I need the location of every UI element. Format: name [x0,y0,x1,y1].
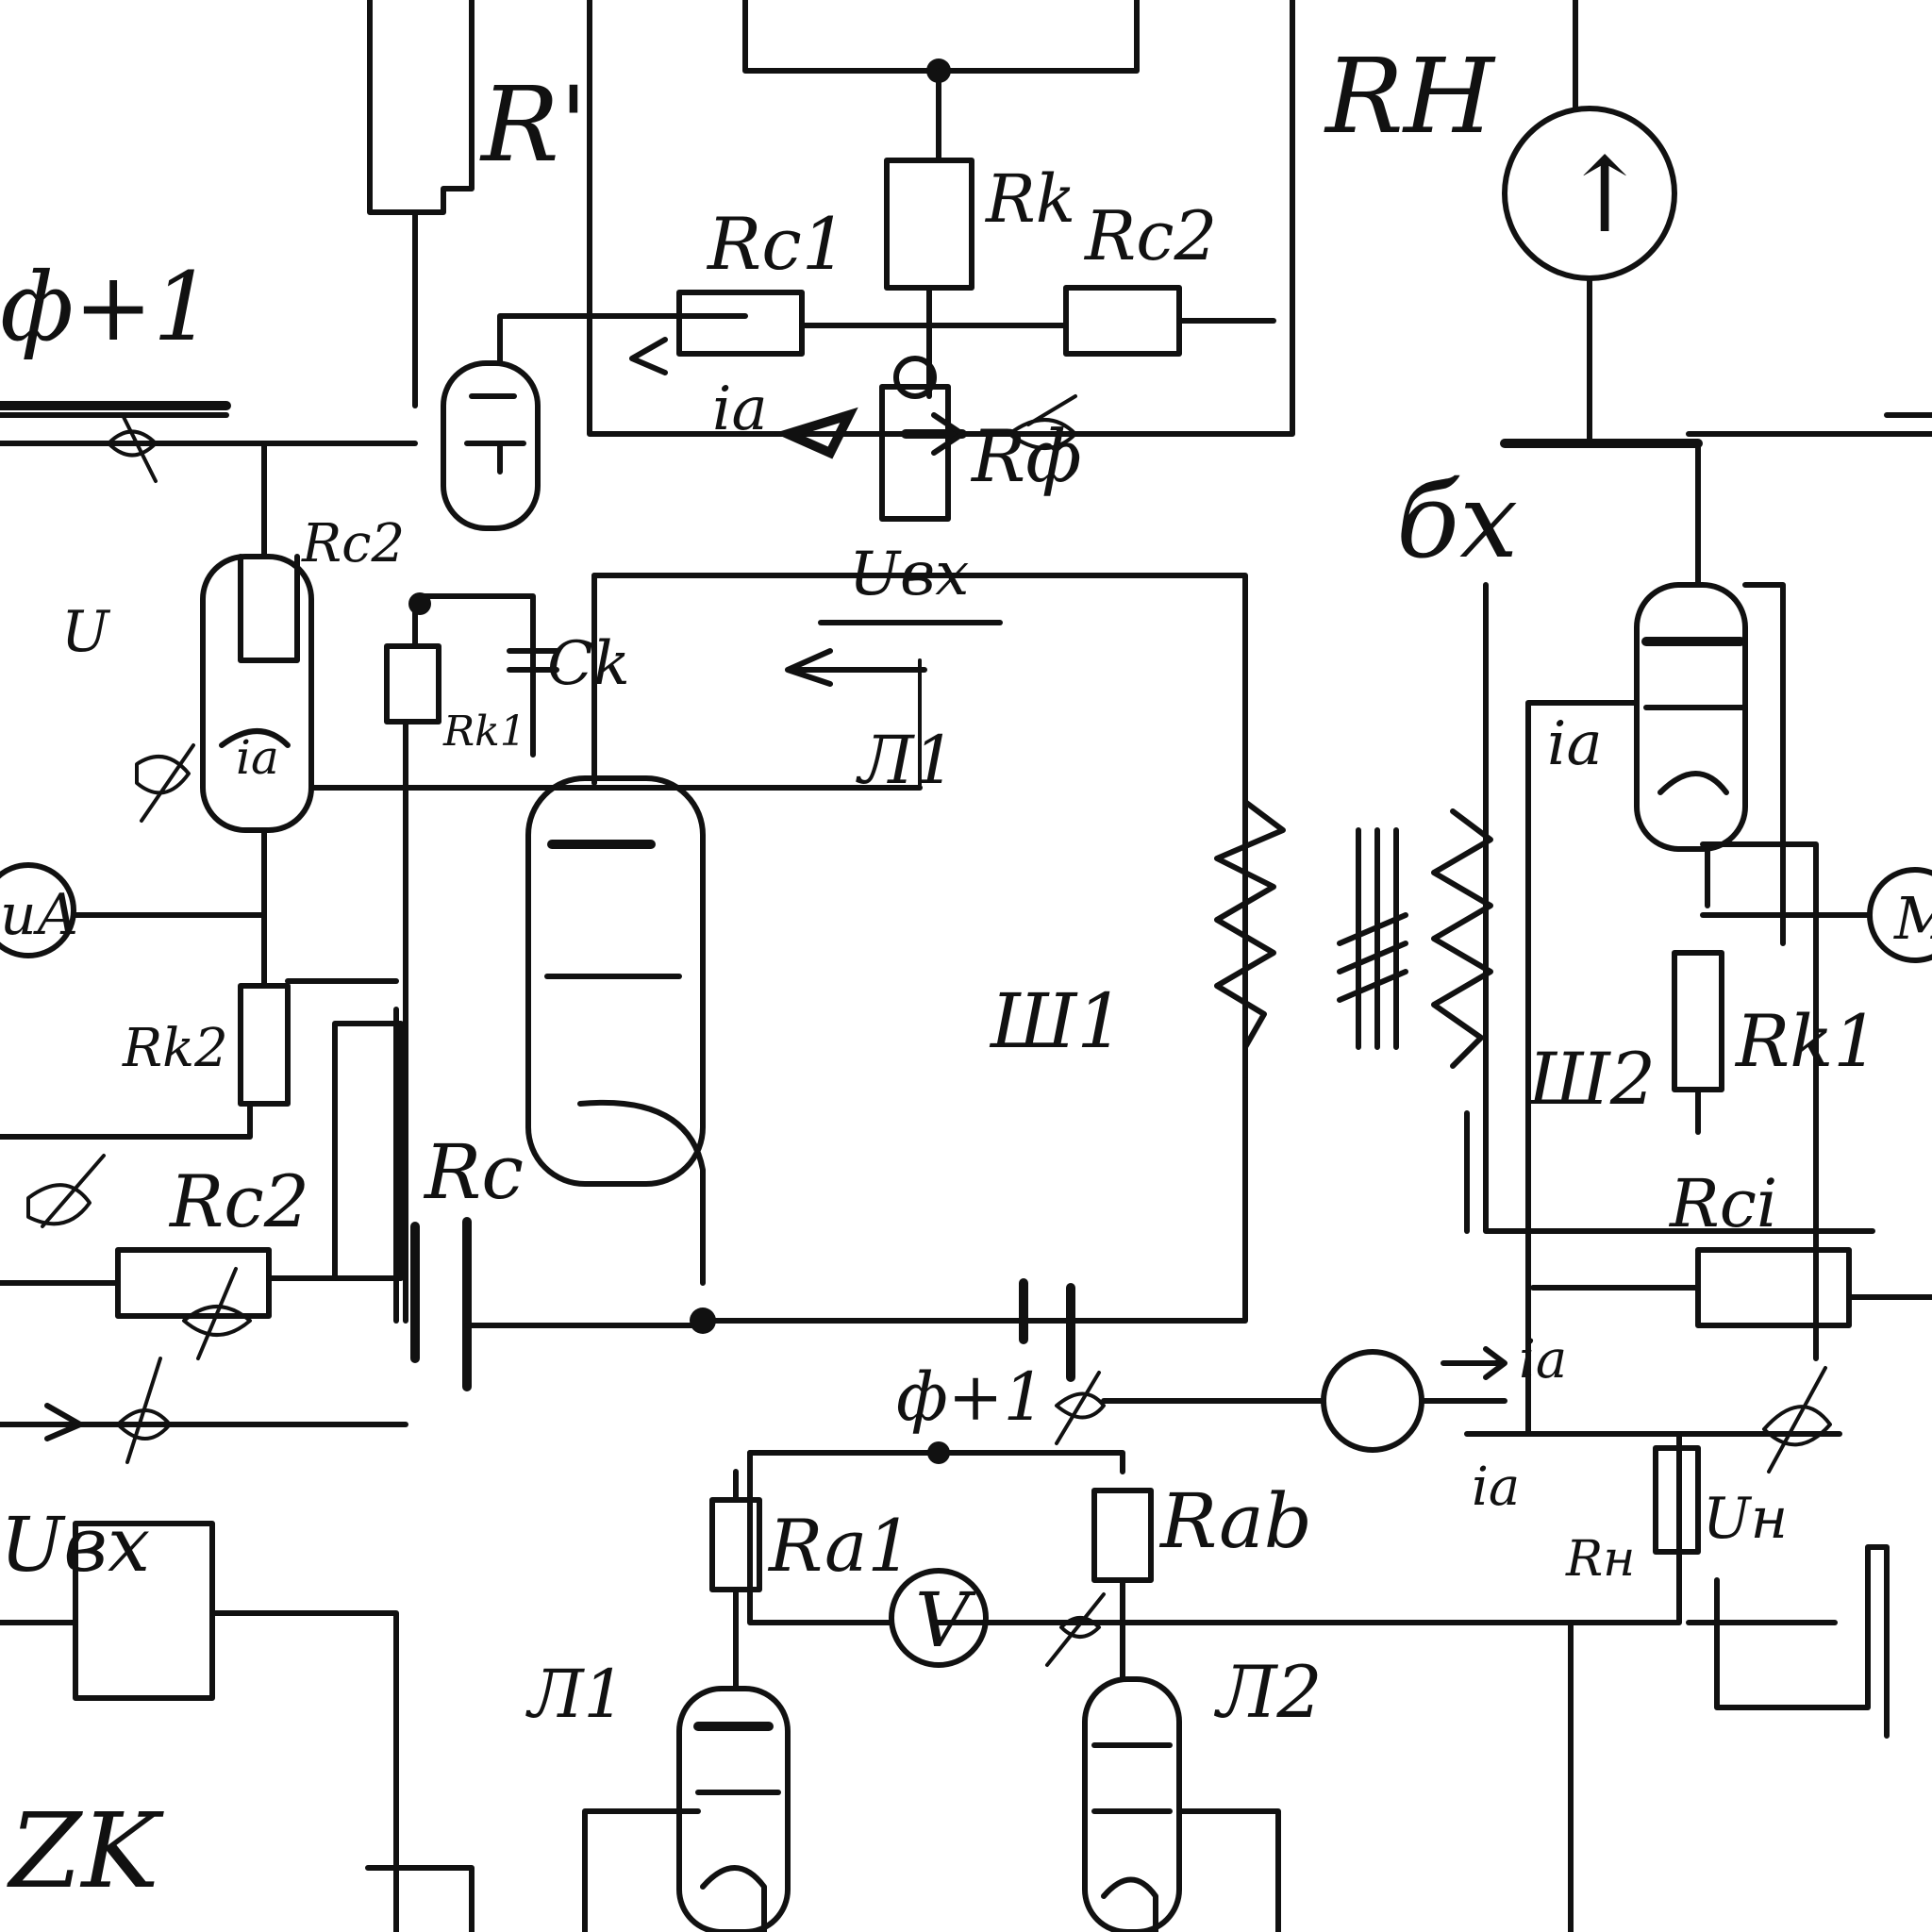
label-w1: Ш1 [989,977,1124,1065]
label-ck: Ck [547,629,630,699]
voltmeter-bottom-symbol: V [915,1576,976,1664]
resistor-r-phi [879,356,967,522]
phi-mark-left-low [26,1154,106,1228]
ammeter-top-right-symbol: ↑ [1561,135,1648,256]
bridge-bottom [747,1441,1125,1625]
phi-mark-r-phi [1008,394,1077,450]
phi-mark-right [1762,1366,1832,1474]
ammeter-bottom-right [1101,1346,1507,1453]
phi-mark-rc2 [182,1267,252,1360]
label-r-phi: Rф [970,414,1082,498]
label-ia-left: ia [236,730,279,785]
bus-top-left [0,401,418,446]
label-rk1-left: Rk1 [442,708,526,756]
label-rk1-right: Rk1 [1734,999,1879,1083]
label-r-prime: R' [479,64,588,185]
phi-mark-mid-left [135,743,195,823]
box-left-bottom [0,1521,399,1932]
meter-left [0,862,267,958]
label-phi-plus-1-bottom: ф+1 [896,1358,1045,1436]
tube-left [200,441,314,833]
resistor-rab [1091,1488,1154,1682]
box-right-bottom [1714,1544,1890,1739]
resistor-r-prime [367,0,475,408]
resistor-rc2-low [0,1247,338,1319]
label-uh-lower: Uн [1703,1486,1788,1552]
tube-bottom-right [1082,1676,1281,1932]
label-rc2-low: Rc2 [168,1159,309,1243]
label-zk: ZK [7,1790,164,1911]
phi-mark-bottom [1055,1371,1106,1445]
label-rk2: Rk2 [122,1018,228,1079]
label-ia-top: ia [712,375,768,444]
label-l1-bottom: Л1 [525,1656,625,1733]
voltmeter-bottom [889,1568,989,1668]
label-rci-right: Rci [1668,1165,1777,1242]
label-rab: Rab [1158,1477,1312,1565]
frame-center [591,573,1248,1324]
frame-right [1483,582,1875,1437]
label-l1-under: Л1 [856,722,956,799]
uvx-arrow-top [785,620,1003,687]
resistor-rc2-top [1063,285,1276,357]
label-rk-top: Rk [984,160,1075,238]
phi-mark-left [107,413,158,483]
label-ia-right: ia [1547,709,1603,779]
label-u-left: U [61,599,111,665]
phi-mark-uvx [116,1357,172,1464]
label-rc1: Rc1 [706,202,847,286]
junction-dot-ck [408,592,431,615]
junction-dot-center-bottom [690,1307,716,1334]
label-ra1: Ra1 [767,1504,913,1588]
capacitor-big [410,1217,710,1391]
resistor-rk2 [0,827,399,1140]
resistor-rh-lower [1653,1445,1701,1555]
tube-upper-left [441,313,748,531]
ammeter-top-right [1502,0,1677,446]
resistor-ra1 [709,1469,762,1691]
tube-right [1634,582,1748,908]
arrow-ia-top [774,407,858,459]
label-bx-right: бх [1396,460,1518,581]
resistor-rk1-right [1672,950,1724,1135]
transformer [1214,799,1493,1078]
label-rh-lower: Rн [1565,1531,1635,1588]
label-w2: Ш2 [1526,1037,1656,1121]
label-rh-top: RH [1324,36,1496,157]
resistor-rk-top [884,158,974,399]
meter-right [1700,867,1932,963]
label-rc2-left: Rc2 [301,513,405,575]
resistor-rc1 [629,290,1069,375]
resistor-rci-right [1530,1247,1932,1328]
label-ia-arrow: ia [1519,1329,1567,1391]
tube-center-large [525,573,706,1286]
label-ia-lower: ia [1472,1457,1520,1518]
bus-left-low [0,1403,408,1441]
capacitor-ck [417,593,559,758]
phi-mark-voltmeter [1045,1592,1106,1667]
tube-bottom-left [582,1686,791,1932]
label-rc2-top: Rc2 [1083,196,1217,275]
resistor-rc-large [332,1007,404,1324]
wire-left-bottom-stub [365,1865,475,1932]
box-top-center [742,0,1140,163]
label-phi-plus-1-left: ф+1 [0,252,213,362]
label-l2-bottom: Л2 [1213,1650,1323,1734]
bus-top-right [1500,412,1932,588]
label-ih-left: иА [0,882,79,948]
capacitor-bottom-center [1019,1278,1075,1382]
label-m-right: M [1893,884,1932,953]
label-rc: Rc [423,1128,524,1216]
